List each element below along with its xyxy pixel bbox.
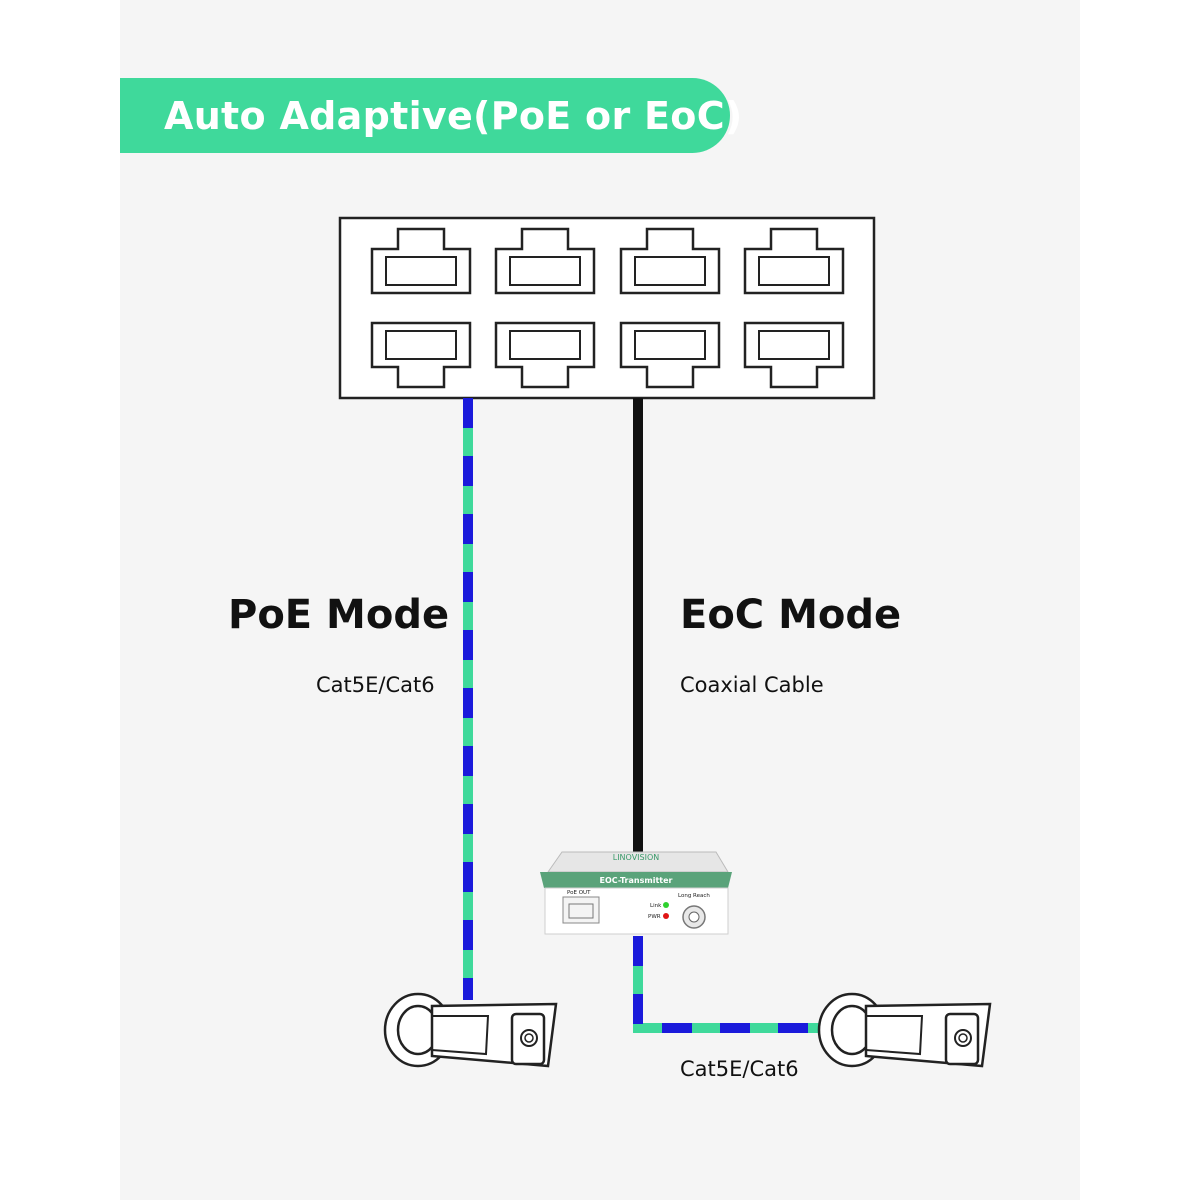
rj45-port-slot-bottom-2 (509, 330, 581, 360)
poe-cable-label: Cat5E/Cat6 (316, 673, 435, 697)
device-name: EOC-Transmitter (600, 876, 673, 885)
rj45-port-bottom-1 (370, 321, 472, 389)
eoc-mode-title: EoC Mode (680, 592, 902, 638)
rj45-port-bottom-2 (494, 321, 596, 389)
pwr-led-icon (663, 913, 669, 919)
rj45-port-slot-bottom-3 (634, 330, 706, 360)
switch-ports-bottom (370, 321, 845, 389)
rj45-port-icon (562, 896, 600, 924)
rj45-port-top-2 (494, 227, 596, 295)
eoc-cable-label: Coaxial Cable (680, 673, 824, 697)
rj45-port-slot-top-2 (509, 256, 581, 286)
rj45-port-slot-top-4 (758, 256, 830, 286)
rj45-port-slot-bottom-1 (385, 330, 457, 360)
link-led-icon (663, 902, 669, 908)
rj45-port-bottom-4 (743, 321, 845, 389)
rj45-port-top-3 (619, 227, 721, 295)
rj45-port-slot-bottom-4 (758, 330, 830, 360)
switch-ports-top (370, 227, 845, 295)
poe-mode-title: PoE Mode (228, 592, 450, 638)
camera-right-icon (817, 992, 992, 1068)
rj45-port-slot-top-3 (634, 256, 706, 286)
pwr-label: PWR (648, 914, 661, 920)
rj45-port-bottom-3 (619, 321, 721, 389)
camera-left-icon (383, 992, 558, 1068)
rj45-port-slot-top-1 (385, 256, 457, 286)
port-label: PoE OUT (567, 890, 591, 896)
background-panel (120, 0, 1080, 1200)
network-switch (338, 216, 876, 400)
eoc-transmitter: LINOVISION EOC-Transmitter PoE OUT Long … (540, 851, 732, 935)
reach-label: Long Reach (678, 893, 710, 899)
banner-title: Auto Adaptive(PoE or EoC) (164, 93, 743, 138)
device-brand: LINOVISION (613, 853, 660, 862)
rj45-port-top-4 (743, 227, 845, 295)
title-banner: Auto Adaptive(PoE or EoC) (120, 78, 742, 153)
transmitter-camera-cable (633, 936, 822, 1033)
camera-cable-label: Cat5E/Cat6 (680, 1057, 799, 1081)
link-label: Link (650, 903, 662, 909)
rj45-port-top-1 (370, 227, 472, 295)
